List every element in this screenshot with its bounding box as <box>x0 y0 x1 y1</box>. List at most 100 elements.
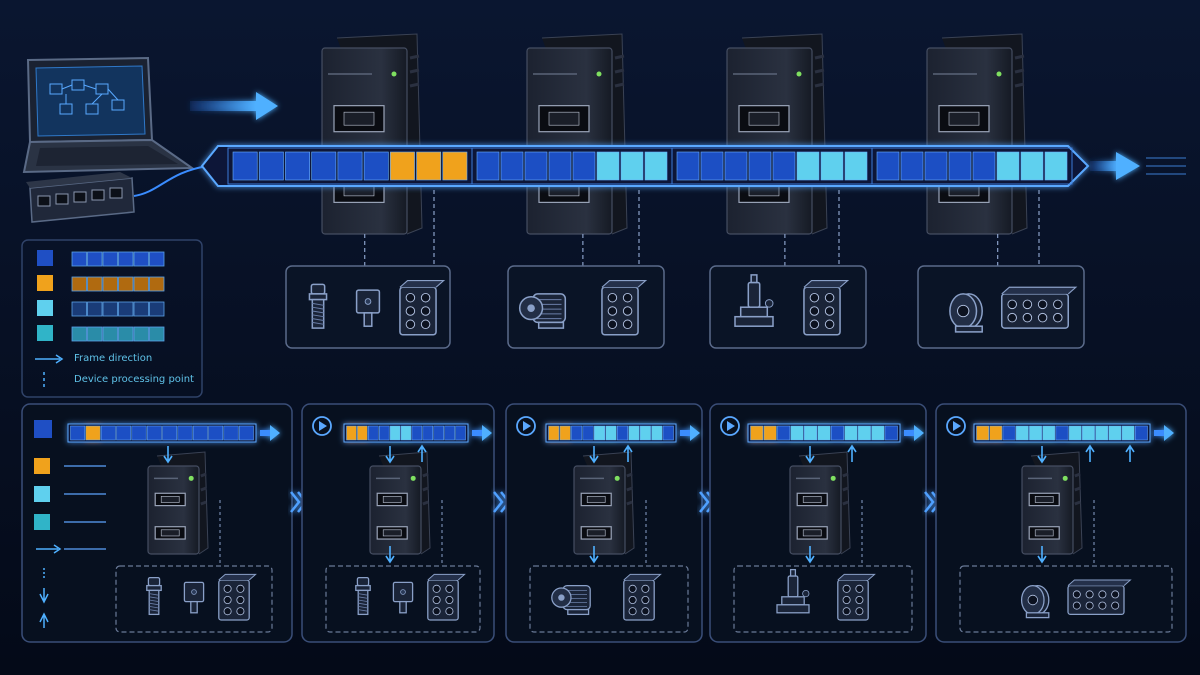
frame-slot <box>820 151 844 181</box>
frame-slot <box>1121 425 1135 441</box>
frame-slot <box>400 425 412 441</box>
status-led <box>391 71 397 77</box>
frame-slot <box>311 151 337 181</box>
io-block-6-icon <box>427 573 466 621</box>
frame-slot <box>346 425 357 441</box>
frame-exit-arrow <box>1090 152 1140 180</box>
network-switch-icon <box>26 172 135 223</box>
status-led <box>596 71 602 77</box>
top-device-2 <box>526 33 628 235</box>
step-device <box>789 451 851 555</box>
encoder-icon <box>949 293 983 333</box>
frame-slot <box>796 151 820 181</box>
frame-slot <box>976 425 989 441</box>
top-ethercat-frame <box>200 145 1090 187</box>
legend-processing-point: Device processing point <box>74 374 194 385</box>
io-block-6-icon <box>399 280 446 336</box>
step-frame <box>67 423 280 443</box>
legend-bar-slot <box>71 326 87 342</box>
frame-slot <box>559 425 571 441</box>
frame-slot <box>748 151 772 181</box>
arrow-down-icon <box>589 446 599 464</box>
status-led <box>410 475 416 481</box>
frame-slot <box>116 425 132 441</box>
top-direction-arrow <box>190 92 278 120</box>
arrow-down-icon <box>385 546 395 564</box>
status-led <box>830 475 836 481</box>
frame-slot <box>357 425 368 441</box>
step-frame <box>545 423 700 443</box>
photoelectric-sensor-icon <box>183 581 205 614</box>
rj45-port <box>1028 492 1060 507</box>
frame-slot <box>192 425 208 441</box>
top-device-4 <box>926 33 1028 235</box>
step-legend-swatch <box>34 486 50 502</box>
legend-bar-slot <box>149 301 165 317</box>
frame-slot <box>844 425 858 441</box>
frame-slot <box>548 425 560 441</box>
frame-slot <box>772 151 796 181</box>
io-block-8-icon <box>1000 286 1078 329</box>
step-frame-arrow <box>904 430 916 436</box>
io-block-6-icon <box>837 573 876 621</box>
frame-slot <box>285 151 310 181</box>
legend-swatch-blue <box>37 250 53 266</box>
step-panel-1 <box>21 403 293 643</box>
frame-slot <box>700 151 724 181</box>
frame-slot <box>594 425 606 441</box>
ethernet-cable <box>133 165 209 197</box>
frame-slot <box>1055 425 1069 441</box>
legend-bar-slot <box>118 326 134 342</box>
legend-bar-slot <box>118 301 134 317</box>
frame-slot <box>924 151 948 181</box>
frame-slot <box>177 425 193 441</box>
pneumatic-valve-icon <box>734 274 774 327</box>
proximity-sensor-icon <box>355 576 371 616</box>
step-legend-swatch <box>34 514 50 530</box>
frame-segment <box>871 147 1073 185</box>
arrow-up-icon <box>1125 444 1135 462</box>
rj45-port <box>796 526 828 540</box>
frame-slot <box>571 425 583 441</box>
legend-bar-slot <box>133 276 149 292</box>
frame-slot <box>620 151 644 181</box>
frame-segment <box>671 147 873 185</box>
legend-bar-slot <box>118 251 134 267</box>
frame-slot <box>378 425 390 441</box>
step-panel-3 <box>505 403 703 643</box>
play-icon <box>516 416 536 436</box>
legend-swatch-cyan <box>37 300 53 316</box>
step-frame-arrow <box>1154 430 1166 436</box>
arrow-up-icon <box>847 444 857 462</box>
io-block-6-icon <box>623 573 662 621</box>
rj45-port <box>796 492 828 507</box>
arrow-up-icon <box>39 612 49 628</box>
frame-slot <box>232 151 258 181</box>
frame-slot <box>208 425 224 441</box>
frame-segment <box>227 147 473 185</box>
legend-bar-slot <box>71 301 87 317</box>
status-led <box>1062 475 1068 481</box>
step-panel-5 <box>935 403 1187 643</box>
frame-slot <box>258 151 284 181</box>
rj45-port <box>376 526 408 540</box>
status-led <box>996 71 1002 77</box>
frame-slot <box>1044 151 1068 181</box>
frame-slot <box>524 151 548 181</box>
servo-motor-icon <box>518 293 567 329</box>
play-icon <box>946 416 966 436</box>
proximity-sensor-icon <box>146 576 162 616</box>
step-io-box <box>115 565 273 633</box>
frame-slot <box>455 425 466 441</box>
frame-slot <box>389 425 401 441</box>
top-io-group-4 <box>917 190 1085 349</box>
frame-slot <box>1108 425 1122 441</box>
step-panel-4 <box>709 403 927 643</box>
legend-bar-slot <box>71 251 87 267</box>
frame-slot <box>1002 425 1016 441</box>
legend-bar-slot <box>87 276 103 292</box>
frame-slot <box>651 425 663 441</box>
frame-slot <box>363 151 389 181</box>
legend-bar-slot <box>87 301 103 317</box>
